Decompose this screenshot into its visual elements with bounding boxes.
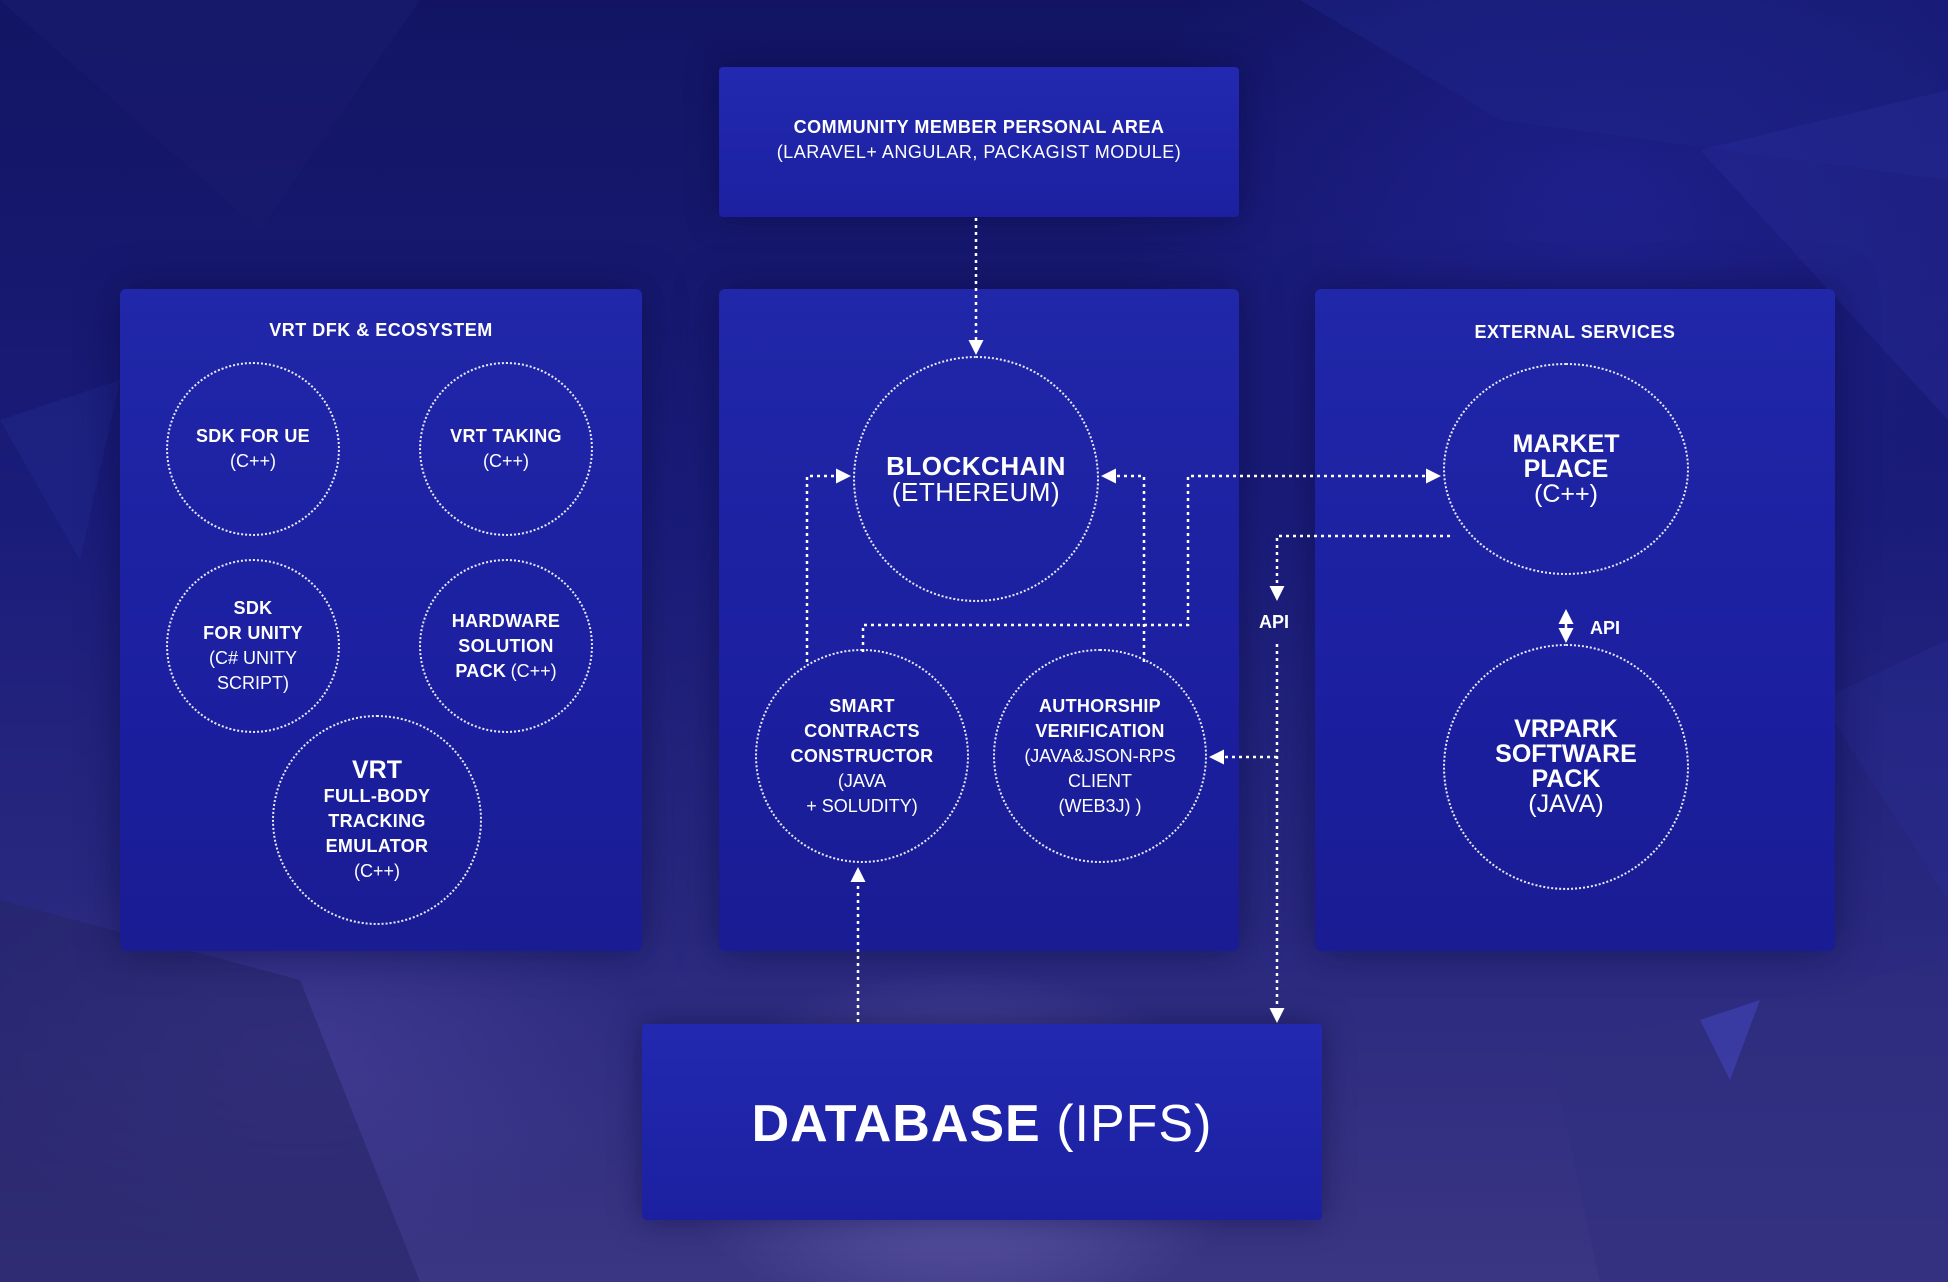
hardware-solution-pack-node: HARDWARE SOLUTION PACK (C++) [419,559,593,733]
community-box-subtitle: (LARAVEL+ ANGULAR, PACKAGIST MODULE) [776,142,1182,162]
vrt-fbt-line2: TRACKING [328,811,426,831]
sdk-unity-sub1: (C# UNITY [208,648,297,668]
database-title: DATABASE [751,1095,1041,1153]
marketplace-sub: (C++) [1534,479,1598,508]
smart-contracts-sub2: + SOLUDITY) [806,795,918,816]
sdk-for-unity-node: SDK FOR UNITY (C# UNITY SCRIPT) [166,559,340,733]
smart-contracts-constructor-node: SMART CONTRACTS CONSTRUCTOR (JAVA + SOLU… [755,649,969,863]
community-box-title: COMMUNITY MEMBER PERSONAL AREA [793,117,1165,137]
sdk-unity-title2: FOR UNITY [203,623,303,643]
authorship-sub1: (JAVA&JSON-RPS [1024,745,1176,766]
blockchain-sub: (ETHEREUM) [891,477,1061,507]
vrt-fbt-line3: EMULATOR [325,836,429,856]
external-services-panel: EXTERNAL SERVICES MARKET PLACE (C++) VRP… [1315,289,1835,951]
smart-contracts-line1: SMART [829,695,895,716]
vrpark-line2: SOFTWARE [1495,740,1637,768]
vrt-fbt-title: VRT [352,756,402,784]
smart-contracts-line2: CONTRACTS [804,720,920,741]
api-label-right: API [1590,618,1621,638]
vrt-fbt-sub: (C++) [353,861,400,881]
blockchain-ethereum-node: BLOCKCHAIN (ETHEREUM) [853,356,1099,602]
vrt-taking-title: VRT TAKING [450,426,562,446]
vrt-full-body-tracking-node: VRT FULL-BODY TRACKING EMULATOR (C++) [272,715,482,925]
smart-contracts-line3: CONSTRUCTOR [790,745,934,766]
blockchain-title: BLOCKCHAIN [886,451,1066,481]
api-label-left: API [1259,612,1290,632]
authorship-sub3: (WEB3J) ) [1058,795,1142,816]
sdk-unity-title1: SDK [233,598,273,618]
hardware-sub: (C++) [510,660,557,681]
smart-contracts-sub1: (JAVA [837,770,887,791]
authorship-line2: VERIFICATION [1035,720,1165,741]
vrpark-line3: PACK [1531,765,1601,793]
right-panel-title: EXTERNAL SERVICES [1474,322,1676,342]
vrt-dfk-ecosystem-panel: VRT DFK & ECOSYSTEM SDK FOR UE (C++) VRT… [120,289,642,951]
hardware-title1: HARDWARE [451,610,561,631]
sdk-ue-sub: (C++) [229,451,276,471]
community-personal-area-box: COMMUNITY MEMBER PERSONAL AREA (LARAVEL+… [719,67,1239,217]
vrt-taking-sub: (C++) [482,451,529,471]
sdk-unity-sub2: SCRIPT) [217,673,289,693]
authorship-verification-node: AUTHORSHIP VERIFICATION (JAVA&JSON-RPS C… [993,649,1207,863]
vrt-taking-node: VRT TAKING (C++) [419,362,593,536]
marketplace-line1: MARKET [1512,429,1620,458]
authorship-line1: AUTHORSHIP [1038,695,1161,716]
left-panel-title: VRT DFK & ECOSYSTEM [269,320,493,340]
hardware-title3: PACK [455,660,507,681]
marketplace-line2: PLACE [1523,454,1609,483]
sdk-ue-title: SDK FOR UE [195,426,310,446]
vrpark-sub: (JAVA) [1528,790,1604,818]
authorship-sub2: CLIENT [1067,770,1132,791]
database-sub: (IPFS) [1056,1095,1213,1153]
vrt-fbt-line1: FULL-BODY [323,786,431,806]
blockchain-core-panel: BLOCKCHAIN (ETHEREUM) SMART CONTRACTS CO… [719,289,1239,951]
vrpark-line1: VRPARK [1514,715,1618,743]
database-ipfs-box: DATABASE (IPFS) [642,1024,1322,1220]
hardware-title2: SOLUTION [458,635,554,656]
vrpark-software-pack-node: VRPARK SOFTWARE PACK (JAVA) [1443,644,1689,890]
sdk-for-ue-node: SDK FOR UE (C++) [166,362,340,536]
marketplace-node: MARKET PLACE (C++) [1443,363,1689,575]
